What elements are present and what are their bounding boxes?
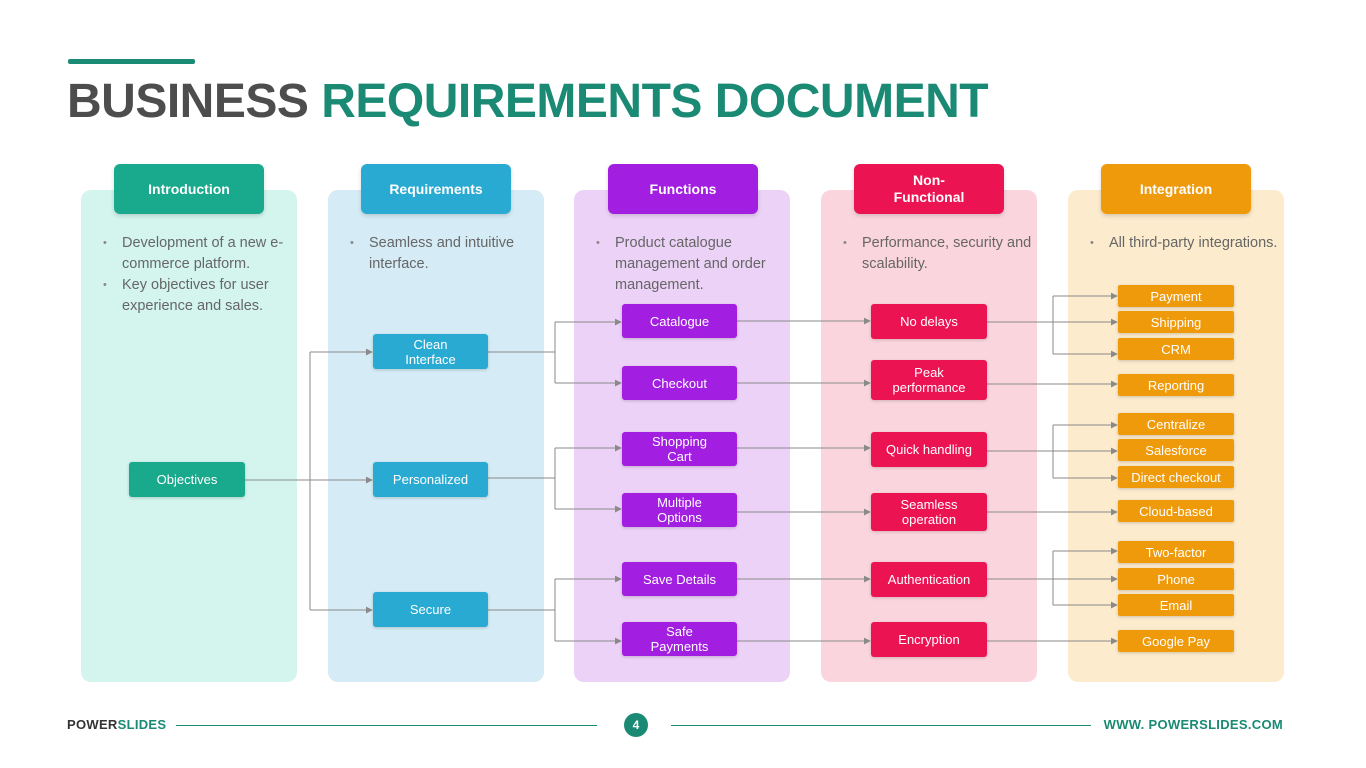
node-reporting: Reporting bbox=[1118, 374, 1234, 396]
bullet-item: Seamless and intuitive interface. bbox=[350, 233, 539, 275]
node-multiple-options: Multiple Options bbox=[622, 493, 737, 527]
node-catalogue: Catalogue bbox=[622, 304, 737, 338]
footer-brand-part-2: SLIDES bbox=[117, 717, 167, 732]
node-save-details: Save Details bbox=[622, 562, 737, 596]
bullet-item: All third-party integrations. bbox=[1090, 233, 1279, 254]
integration-description: All third-party integrations. bbox=[1090, 233, 1279, 254]
node-secure: Secure bbox=[373, 592, 488, 627]
node-no-delays: No delays bbox=[871, 304, 987, 339]
node-google-pay: Google Pay bbox=[1118, 630, 1234, 652]
footer-divider-left bbox=[176, 725, 597, 726]
header-functions: Functions bbox=[608, 164, 758, 214]
requirements-description: Seamless and intuitive interface. bbox=[350, 233, 539, 275]
node-email: Email bbox=[1118, 594, 1234, 616]
footer-divider-right bbox=[671, 725, 1091, 726]
page-number: 4 bbox=[624, 713, 648, 737]
node-safe-payments: Safe Payments bbox=[622, 622, 737, 656]
bullet-item: Product catalogue management and order m… bbox=[596, 233, 785, 296]
node-objectives: Objectives bbox=[129, 462, 245, 497]
node-salesforce: Salesforce bbox=[1118, 439, 1234, 461]
node-direct-checkout: Direct checkout bbox=[1118, 466, 1234, 488]
header-requirements: Requirements bbox=[361, 164, 511, 214]
node-seamless-operation: Seamless operation bbox=[871, 493, 987, 531]
title-part-1: BUSINESS bbox=[67, 75, 309, 128]
header-integration: Integration bbox=[1101, 164, 1251, 214]
bullet-item: Development of a new e-commerce platform… bbox=[103, 233, 292, 275]
bullet-item: Key objectives for user experience and s… bbox=[103, 275, 292, 317]
intro-description: Development of a new e-commerce platform… bbox=[103, 233, 292, 317]
node-centralize: Centralize bbox=[1118, 413, 1234, 435]
node-shipping: Shipping bbox=[1118, 311, 1234, 333]
footer-brand-part-1: POWER bbox=[67, 717, 118, 732]
title-accent-bar bbox=[68, 59, 195, 64]
node-checkout: Checkout bbox=[622, 366, 737, 400]
node-phone: Phone bbox=[1118, 568, 1234, 590]
node-two-factor: Two-factor bbox=[1118, 541, 1234, 563]
node-quick-handling: Quick handling bbox=[871, 432, 987, 467]
header-non-functional: Non- Functional bbox=[854, 164, 1004, 214]
footer-brand: POWERSLIDES bbox=[67, 717, 166, 732]
node-encryption: Encryption bbox=[871, 622, 987, 657]
node-authentication: Authentication bbox=[871, 562, 987, 597]
header-introduction: Introduction bbox=[114, 164, 264, 214]
functions-description: Product catalogue management and order m… bbox=[596, 233, 785, 296]
bullet-item: Performance, security and scalability. bbox=[843, 233, 1032, 275]
node-personalized: Personalized bbox=[373, 462, 488, 497]
node-payment: Payment bbox=[1118, 285, 1234, 307]
title-part-2: REQUIREMENTS DOCUMENT bbox=[321, 75, 989, 128]
node-peak-performance: Peak performance bbox=[871, 360, 987, 400]
non-functional-description: Performance, security and scalability. bbox=[843, 233, 1032, 275]
node-cloud-based: Cloud-based bbox=[1118, 500, 1234, 522]
node-clean-interface: Clean Interface bbox=[373, 334, 488, 369]
footer-url[interactable]: WWW. POWERSLIDES.COM bbox=[1103, 717, 1283, 732]
node-shopping-cart: Shopping Cart bbox=[622, 432, 737, 466]
node-crm: CRM bbox=[1118, 338, 1234, 360]
page-title: BUSINESS REQUIREMENTS DOCUMENT bbox=[67, 74, 989, 130]
